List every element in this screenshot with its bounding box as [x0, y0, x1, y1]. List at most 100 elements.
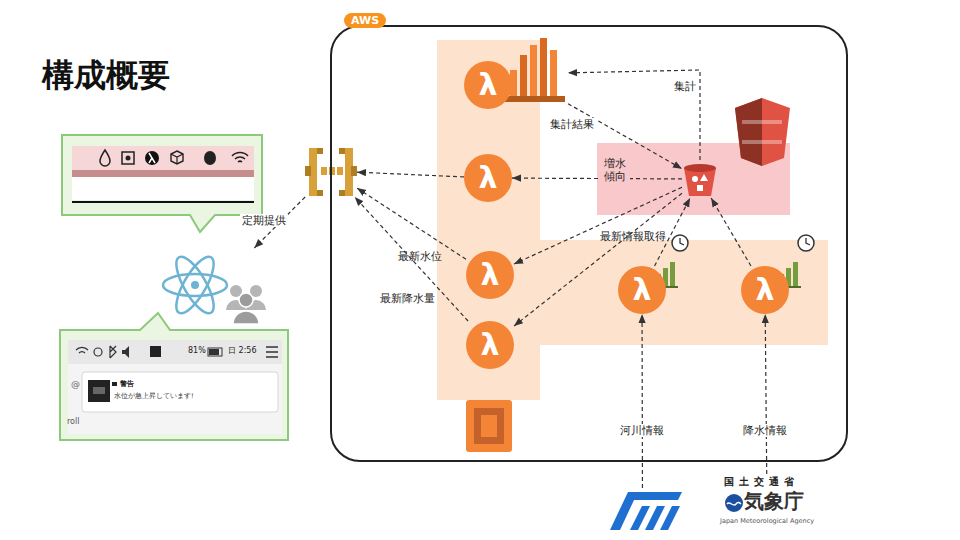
scheduled-metrics-icon — [798, 235, 814, 251]
jma-logo-mark — [725, 494, 743, 512]
notification-screenshot-frame — [208, 348, 222, 356]
menubar-screenshot-frame — [171, 154, 183, 164]
api-gateway — [305, 145, 357, 197]
users-icon — [226, 285, 266, 324]
bucket-icon — [684, 168, 716, 196]
analytics-icon — [550, 50, 557, 98]
bucket-icon — [684, 164, 716, 196]
lambda-glyph: λ — [464, 61, 512, 109]
lambda-aggregate: λ — [464, 38, 568, 110]
agency-english-name: Japan Meteorological Agency — [720, 518, 814, 526]
menubar-screenshot-frame — [72, 170, 254, 177]
dashed-arrow — [357, 188, 466, 259]
s3-service-icon — [735, 98, 790, 166]
bucket-icon — [692, 176, 698, 182]
notification-screenshot: 81% 日 2:56 @ 警告水位が急上昇しています! roll — [60, 330, 288, 440]
s3-service-icon — [735, 98, 790, 166]
bucket-icon — [697, 185, 703, 191]
s3-bucket — [682, 160, 718, 198]
mlit-logo-mark — [610, 492, 682, 530]
api-gateway-icon — [339, 190, 345, 196]
edge-label: 集計 — [672, 80, 698, 93]
api-gateway-icon — [305, 166, 311, 176]
api-gateway-icon — [317, 148, 323, 154]
analytics-icon — [505, 96, 565, 102]
stream-service-icon — [466, 400, 512, 452]
api-gateway-icon — [351, 166, 357, 176]
lambda-band — [437, 40, 828, 400]
battery-text: 81% — [188, 346, 206, 356]
lambda-glyph: λ — [618, 266, 666, 314]
api-gateway-icon — [321, 167, 327, 175]
notification-screenshot-frame — [76, 347, 88, 353]
dashed-arrow — [568, 70, 700, 160]
menubar-screenshot — [62, 135, 262, 215]
window-fragment: @ — [71, 379, 80, 390]
lambda-river-fetch: λ — [618, 266, 666, 314]
diagram-title: 構成概要 — [42, 54, 170, 98]
electron-logo — [169, 252, 220, 318]
dashed-arrow — [514, 187, 682, 264]
jma-logo-mark — [725, 494, 743, 512]
scheduled-metrics-icon — [670, 262, 675, 286]
edge-label: 定期提供 — [240, 214, 288, 227]
dashed-arrow — [512, 178, 682, 180]
jma-logo-mark — [727, 502, 741, 505]
s3-service-icon — [735, 98, 762, 166]
notification-screenshot-frame — [82, 372, 278, 412]
lambda-water-level: λ — [466, 251, 514, 299]
electron-logo — [191, 281, 199, 289]
cloud-tag: AWS — [344, 13, 386, 28]
lambda-glyph: λ — [466, 251, 514, 299]
stream-service-icon — [466, 400, 512, 452]
stream-service-icon — [481, 415, 497, 437]
window-fragment: roll — [67, 417, 79, 427]
notification-screenshot-frame — [68, 340, 282, 364]
lambda-glyph: λ — [466, 321, 514, 369]
analytics-icon — [540, 38, 547, 98]
edge-label: 河川情報 — [618, 424, 666, 437]
lambda-trend: λ — [464, 154, 512, 202]
lambda-band — [437, 40, 540, 400]
lambda-glyph: λ — [464, 154, 512, 202]
notification-screenshot-frame — [110, 346, 116, 358]
clock-text: 日 2:56 — [228, 346, 257, 356]
dashed-arrow — [514, 193, 682, 326]
ministry-name: 国土交通省 — [724, 476, 799, 488]
agency-name: 気象庁 — [744, 489, 804, 513]
menubar-screenshot-frame — [122, 152, 134, 164]
menubar-screenshot-frame — [145, 151, 159, 165]
scheduled-metrics-icon — [680, 238, 684, 245]
menubar-screenshot-frame — [126, 156, 131, 161]
mlit-logo-mark — [610, 492, 682, 530]
notification-screenshot-frame — [68, 364, 282, 434]
menubar-screenshot-frame — [204, 151, 216, 165]
dashed-arrow — [357, 172, 464, 177]
analytics-icon — [505, 38, 565, 102]
edge-label: 降水情報 — [741, 424, 789, 437]
dashed-arrow — [765, 314, 767, 474]
analytics-icon — [520, 55, 527, 98]
notification-screenshot-frame — [60, 313, 288, 440]
menubar-screenshot-frame — [62, 135, 262, 232]
bucket-icon — [684, 164, 716, 172]
edge-label: 最新情報取得 — [598, 230, 668, 243]
notification-title: 警告 — [120, 380, 134, 388]
notification-body: 水位が急上昇しています! — [114, 393, 194, 401]
s3-service-icon — [742, 120, 782, 124]
notification-screenshot-frame — [94, 348, 102, 356]
menubar-screenshot-frame — [100, 150, 110, 166]
api-gateway-icon — [339, 148, 345, 154]
electron-logo — [163, 274, 227, 296]
aws-cloud-box: AWSλλλλλλ — [330, 25, 848, 462]
jma-logo: 国土交通省気象庁 Japan Meteorological Agency — [712, 474, 822, 532]
menubar-screenshot-frame — [232, 153, 248, 162]
scheduled-metrics-icon — [672, 235, 688, 251]
edge-label: 増水 傾向 — [600, 157, 630, 183]
notification-screenshot-frame — [150, 346, 161, 357]
dashed-arrow — [711, 198, 751, 266]
notification-screenshot-frame — [122, 346, 129, 358]
menubar-screenshot-frame — [149, 153, 155, 163]
api-gateway-icon — [317, 190, 323, 196]
edge-label: 最新水位 — [396, 250, 444, 263]
